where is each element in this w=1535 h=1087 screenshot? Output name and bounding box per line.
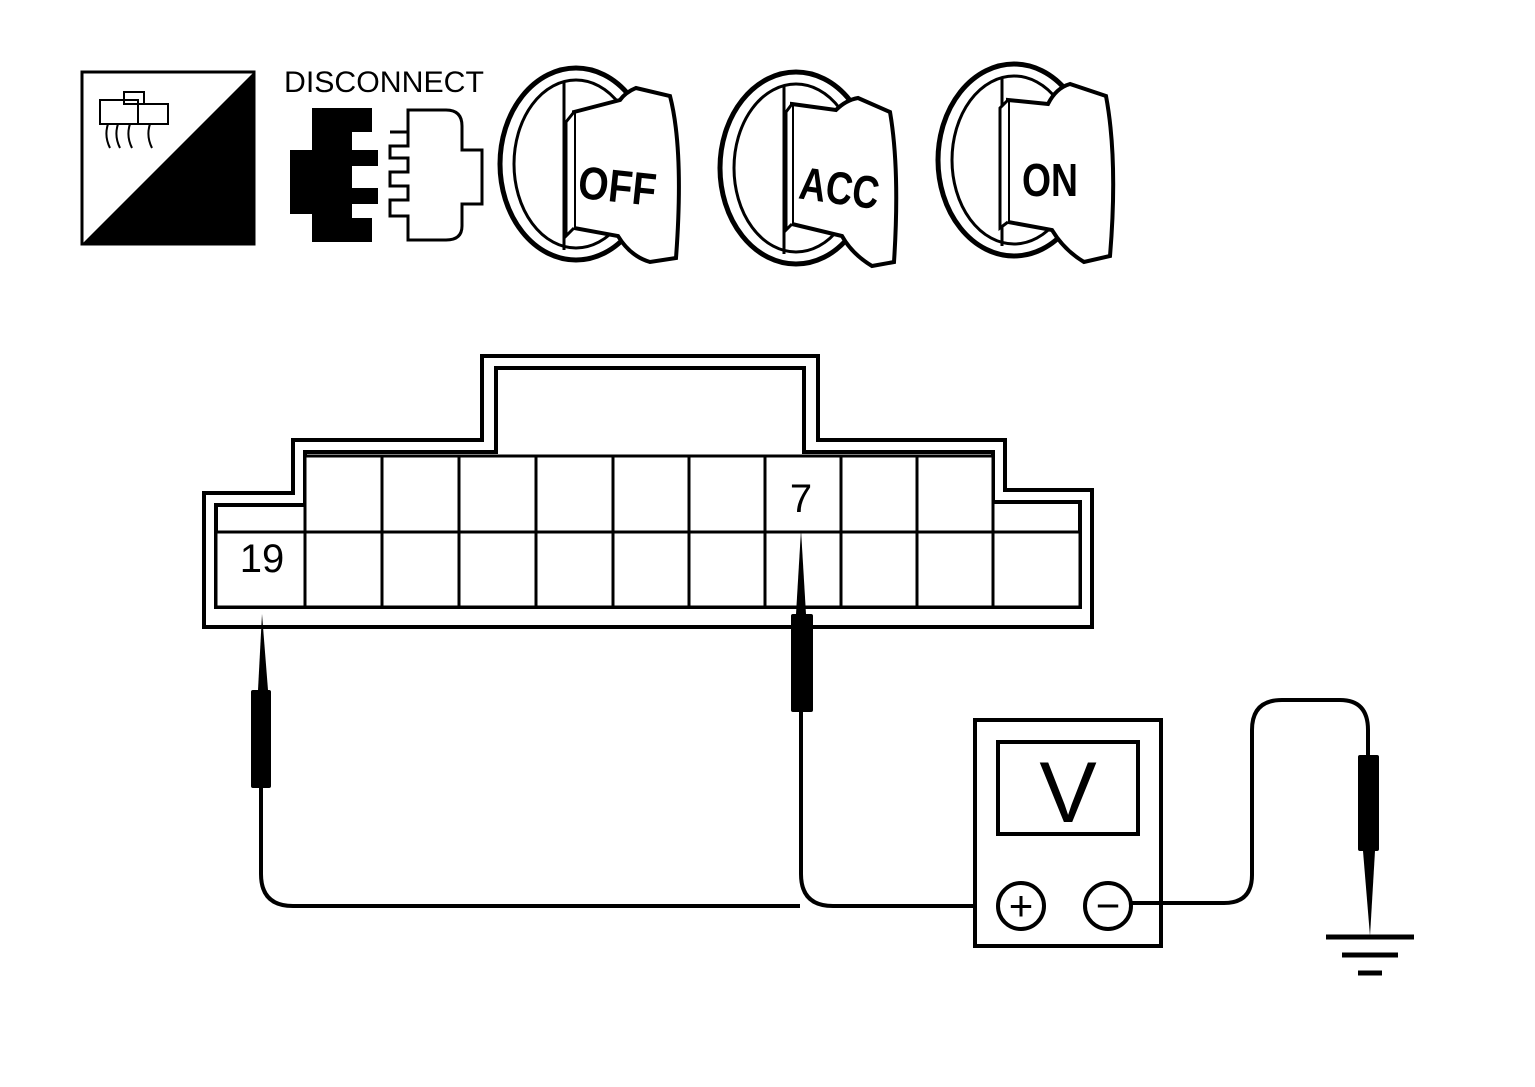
terminal-cavity-7 [763, 454, 843, 534]
probe-terminal-19 [251, 614, 800, 908]
ground-icon [1326, 934, 1414, 976]
terminal-cavity [380, 530, 461, 609]
ignition-key-off-icon: OFF [497, 65, 681, 265]
terminal-cavity [687, 454, 767, 534]
positive-terminal [996, 881, 1046, 931]
terminal-19-label: 19 [240, 537, 285, 581]
connector-terminal-grid [214, 454, 1082, 609]
terminal-cavity [839, 454, 919, 534]
terminal-7-label: 7 [790, 477, 812, 521]
terminal-cavity [303, 530, 384, 609]
ignition-acc-label: ACC [796, 157, 882, 220]
terminal-cavity [915, 530, 995, 609]
voltmeter-display [996, 740, 1140, 836]
negative-terminal [1083, 881, 1133, 931]
terminal-cavity [687, 530, 767, 609]
terminal-cavity [839, 530, 919, 609]
connector-female-half [388, 108, 484, 242]
ground-lead [1131, 698, 1379, 936]
terminal-cavity [611, 530, 691, 609]
connector-mini-icon [99, 91, 169, 149]
terminal-cavity [534, 530, 615, 609]
terminal-cavity [457, 530, 538, 609]
terminal-cavity [534, 454, 615, 534]
terminal-cavity [380, 454, 461, 534]
voltmeter: V + − [973, 718, 1163, 948]
disconnect-icon: DISCONNECT [284, 66, 484, 242]
terminal-cavity [915, 454, 995, 534]
positive-terminal-label: + [1009, 882, 1034, 929]
disconnect-label: DISCONNECT [284, 66, 484, 99]
harness-side-icon: H.S. [80, 70, 256, 246]
harness-side-label: H.S. [151, 191, 240, 243]
probe-terminal-7 [791, 530, 998, 908]
terminal-cavity [611, 454, 691, 534]
negative-terminal-label: − [1096, 882, 1121, 929]
terminal-cavity [457, 454, 538, 534]
ignition-key-acc-icon: ACC [717, 69, 899, 269]
ignition-off-label: OFF [576, 156, 659, 216]
terminal-cavity [991, 530, 1082, 609]
ignition-on-label: ON [1022, 154, 1078, 206]
connector-male-half [290, 108, 378, 242]
voltmeter-display-label: V [1039, 745, 1096, 841]
terminal-cavity [303, 454, 384, 534]
ignition-key-on-icon: ON [935, 61, 1116, 265]
terminal-cavity-19 [214, 530, 307, 609]
